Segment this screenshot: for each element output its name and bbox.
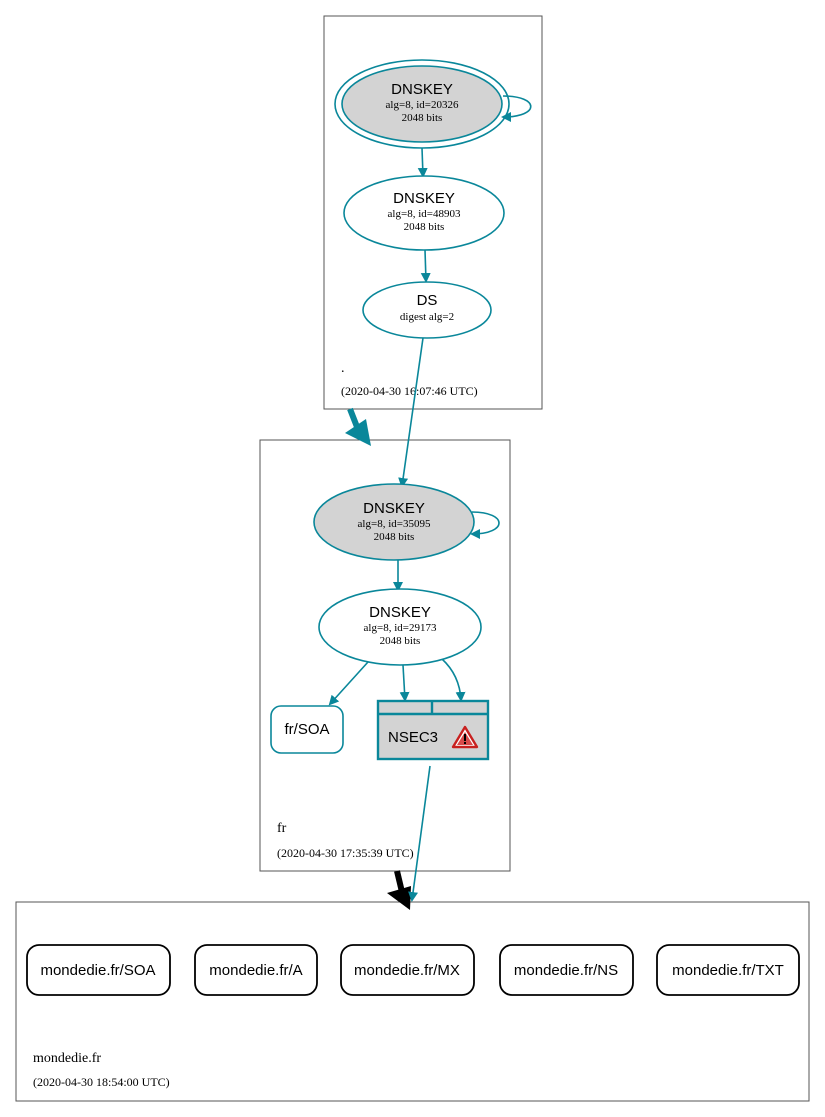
edge-fr-ksk-self — [470, 511, 500, 539]
edge-root-zsk-ds — [420, 249, 431, 283]
zone-root-box — [323, 15, 543, 410]
root-ksk-title: DNSKEY — [391, 81, 453, 98]
root-ds-line1: digest alg=2 — [400, 311, 454, 323]
record-a-label: mondedie.fr/A — [209, 962, 302, 979]
edge-fr-zsk-soa — [328, 661, 369, 706]
fr-soa-node[interactable]: fr/SOA — [270, 705, 344, 754]
root-ksk-line2: 2048 bits — [402, 112, 443, 124]
fr-ksk-node[interactable]: DNSKEY alg=8, id=35095 2048 bits — [313, 483, 475, 561]
root-zsk-line2: 2048 bits — [404, 221, 445, 233]
fr-ksk-line1: alg=8, id=35095 — [358, 518, 431, 530]
delegation-arrow-fr-mondedie — [387, 870, 411, 910]
zone-root-name: . — [341, 361, 345, 376]
record-mx-label: mondedie.fr/MX — [354, 962, 460, 979]
fr-soa-label: fr/SOA — [284, 721, 329, 738]
root-zsk-node[interactable]: DNSKEY alg=8, id=48903 2048 bits — [343, 175, 505, 251]
edge-root-ds-fr-ksk — [398, 337, 424, 488]
record-txt-label: mondedie.fr/TXT — [672, 962, 784, 979]
zone-root-time: (2020-04-30 16:07:46 UTC) — [341, 384, 478, 398]
edge-fr-zsk-nsec3-a — [399, 664, 410, 702]
record-ns-label: mondedie.fr/NS — [514, 962, 618, 979]
zone-fr-name: fr — [277, 821, 287, 836]
edge-nsec3-mondedie — [408, 765, 431, 902]
root-zsk-line1: alg=8, id=48903 — [388, 208, 461, 220]
record-ns[interactable]: mondedie.fr/NS — [499, 944, 634, 996]
record-soa-label: mondedie.fr/SOA — [40, 962, 155, 979]
zone-fr-time: (2020-04-30 17:35:39 UTC) — [277, 846, 414, 860]
zone-fr-box — [259, 439, 511, 872]
record-soa[interactable]: mondedie.fr/SOA — [26, 944, 171, 996]
fr-zsk-title: DNSKEY — [369, 604, 431, 621]
zone-mondedie-box — [15, 901, 810, 1102]
nsec3-label: NSEC3 — [388, 729, 438, 746]
root-ksk-node[interactable]: DNSKEY alg=8, id=20326 2048 bits — [334, 59, 510, 149]
record-a[interactable]: mondedie.fr/A — [194, 944, 318, 996]
record-txt[interactable]: mondedie.fr/TXT — [656, 944, 800, 996]
nsec3-node[interactable]: NSEC3 — [376, 699, 490, 761]
fr-zsk-line1: alg=8, id=29173 — [364, 622, 437, 634]
root-ds-node[interactable]: DS digest alg=2 — [362, 281, 492, 339]
record-mx[interactable]: mondedie.fr/MX — [340, 944, 475, 996]
root-ds-title: DS — [417, 292, 438, 309]
fr-zsk-node[interactable]: DNSKEY alg=8, id=29173 2048 bits — [318, 588, 482, 666]
zone-mondedie-time: (2020-04-30 18:54:00 UTC) — [33, 1075, 170, 1089]
fr-ksk-line2: 2048 bits — [374, 531, 415, 543]
delegation-arrow-root-fr — [345, 407, 371, 446]
edge-root-ksk-self — [501, 95, 532, 122]
edge-root-ksk-zsk — [417, 147, 428, 178]
fr-ksk-title: DNSKEY — [363, 500, 425, 517]
fr-zsk-line2: 2048 bits — [380, 635, 421, 647]
root-zsk-title: DNSKEY — [393, 190, 455, 207]
edge-fr-zsk-nsec3-b — [441, 658, 466, 702]
zone-mondedie-name: mondedie.fr — [33, 1051, 101, 1066]
root-ksk-line1: alg=8, id=20326 — [386, 99, 459, 111]
warning-icon — [451, 725, 479, 749]
